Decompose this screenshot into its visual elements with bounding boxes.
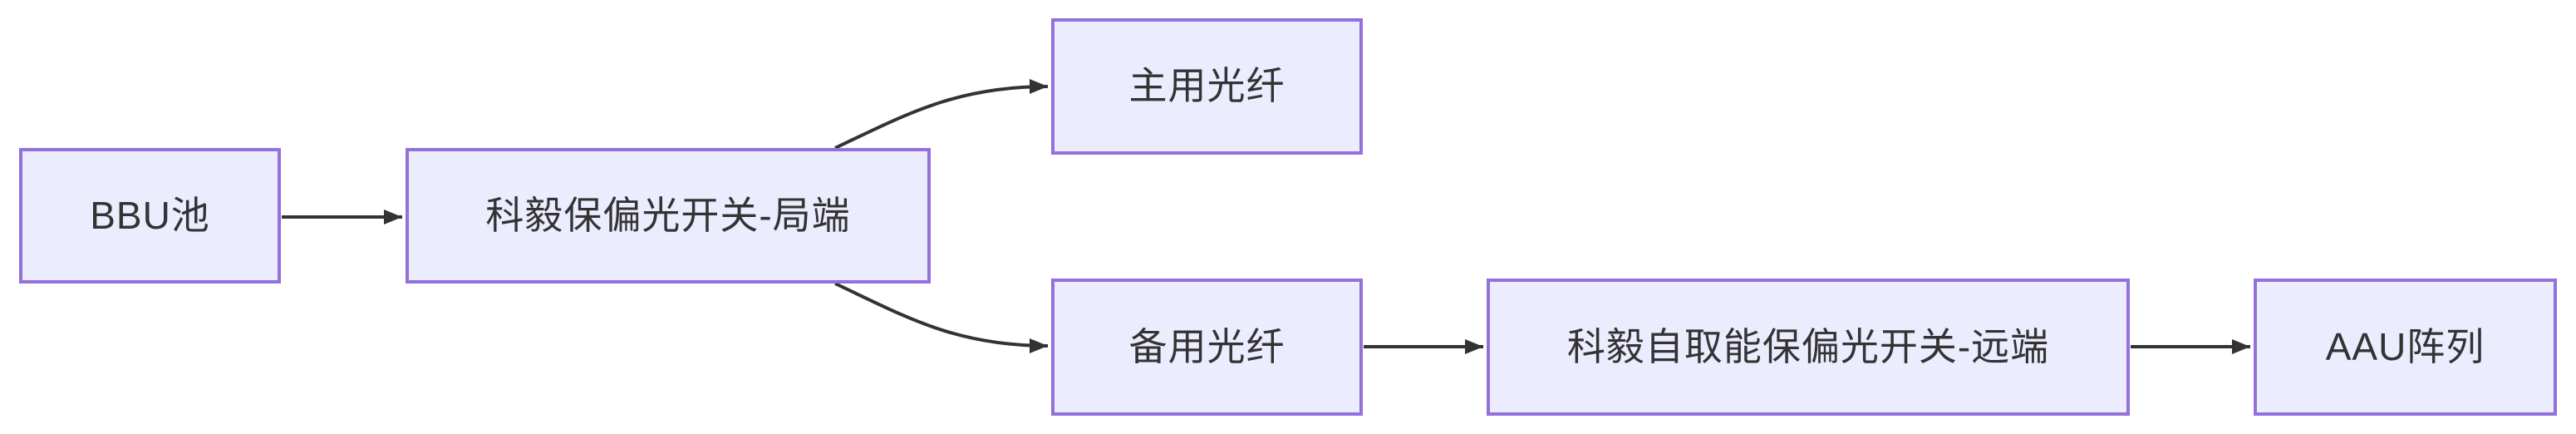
node-bbu: BBU池 (19, 148, 281, 284)
node-primary-fiber: 主用光纤 (1051, 18, 1363, 155)
node-remote-switch: 科毅自取能保偏光开关-远端 (1487, 279, 2130, 416)
node-bbu-label: BBU池 (90, 193, 210, 237)
node-local-switch: 科毅保偏光开关-局端 (406, 148, 931, 284)
node-remote-switch-label: 科毅自取能保偏光开关-远端 (1566, 324, 2050, 368)
node-aau: AAU阵列 (2254, 279, 2557, 416)
node-aau-label: AAU阵列 (2325, 324, 2485, 368)
edge-local-switch-to-primary-fiber (834, 79, 1049, 150)
edge-local-switch-to-backup-fiber (834, 282, 1049, 353)
node-local-switch-label: 科毅保偏光开关-局端 (485, 193, 851, 237)
node-backup-fiber: 备用光纤 (1051, 279, 1363, 416)
node-primary-fiber-label: 主用光纤 (1128, 64, 1286, 108)
node-backup-fiber-label: 备用光纤 (1128, 324, 1286, 368)
